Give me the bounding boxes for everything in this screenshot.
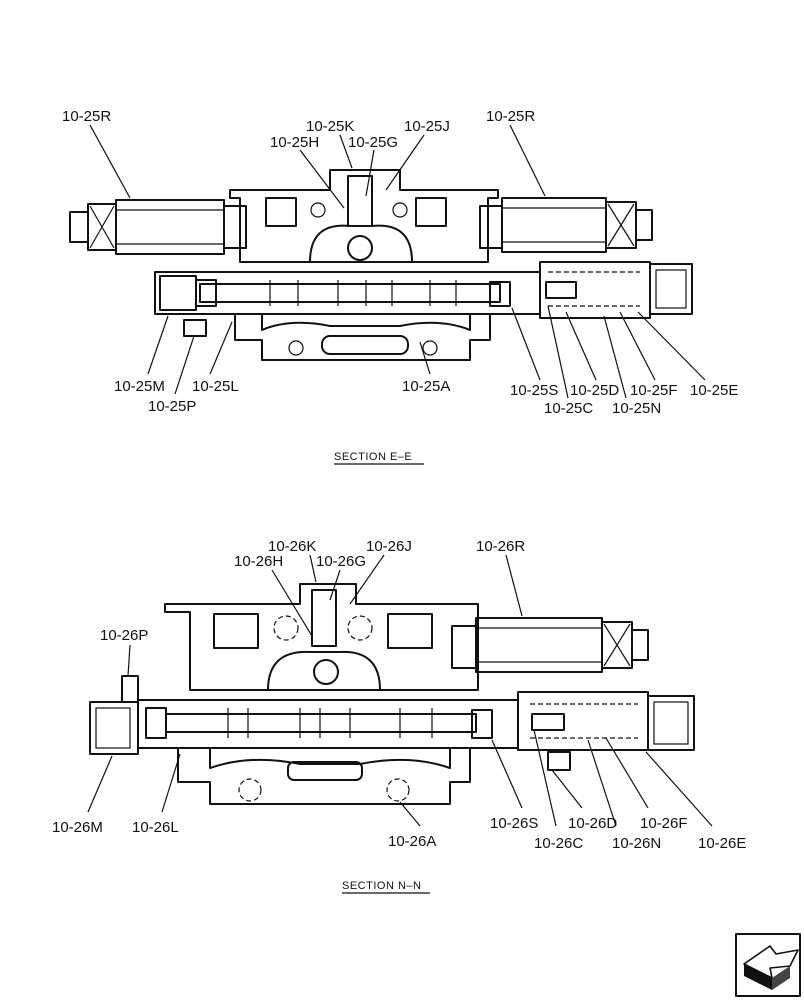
label-10-26k: 10-26K xyxy=(268,538,316,555)
label-10-25f: 10-25F xyxy=(630,382,678,399)
label-10-25d: 10-25D xyxy=(570,382,619,399)
label-10-26d: 10-26D xyxy=(568,815,617,832)
label-10-25g: 10-25G xyxy=(348,134,398,151)
section-n-n-leaders xyxy=(87,554,713,827)
label-10-26p: 10-26P xyxy=(100,627,148,644)
label-10-25c: 10-25C xyxy=(544,400,593,417)
section-e-e-leaders xyxy=(89,124,706,399)
label-10-26n: 10-26N xyxy=(612,835,661,852)
label-10-25e: 10-25E xyxy=(690,382,738,399)
label-10-25p: 10-25P xyxy=(148,398,196,415)
right-solenoid-25 xyxy=(479,197,653,253)
section-n-n-drawing xyxy=(89,583,695,805)
right-solenoid-26 xyxy=(451,617,649,673)
label-10-26j: 10-26J xyxy=(366,538,412,555)
label-10-25s: 10-25S xyxy=(510,382,558,399)
label-10-26m: 10-26M xyxy=(52,819,103,836)
label-10-26a: 10-26A xyxy=(388,833,436,850)
label-10-25r-right: 10-25R xyxy=(486,108,535,125)
label-10-26l: 10-26L xyxy=(132,819,179,836)
label-10-26r: 10-26R xyxy=(476,538,525,555)
label-10-25r-left: 10-25R xyxy=(62,108,111,125)
section-e-e-title: SECTION E–E xyxy=(334,451,412,463)
arrow-next-icon[interactable] xyxy=(735,933,801,997)
section-n-n-labels: 10-26K 10-26J 10-26H 10-26G 10-26R 10-26… xyxy=(52,538,746,894)
label-10-25k: 10-25K xyxy=(306,118,354,135)
left-solenoid-25 xyxy=(69,199,247,255)
label-10-26f: 10-26F xyxy=(640,815,688,832)
label-10-25a: 10-25A xyxy=(402,378,450,395)
section-n-n-title: SECTION N–N xyxy=(342,880,421,892)
label-10-25m: 10-25M xyxy=(114,378,165,395)
label-10-26s: 10-26S xyxy=(490,815,538,832)
label-10-26e: 10-26E xyxy=(698,835,746,852)
label-10-25h: 10-25H xyxy=(270,134,319,151)
label-10-26g: 10-26G xyxy=(316,553,366,570)
section-e-e-drawing xyxy=(69,169,693,361)
label-10-25l: 10-25L xyxy=(192,378,239,395)
label-10-25j: 10-25J xyxy=(404,118,450,135)
section-e-e-labels: 10-25R 10-25R 10-25K 10-25J 10-25H 10-25… xyxy=(62,108,738,465)
label-10-26c: 10-26C xyxy=(534,835,583,852)
label-10-25n: 10-25N xyxy=(612,400,661,417)
label-10-26h: 10-26H xyxy=(234,553,283,570)
